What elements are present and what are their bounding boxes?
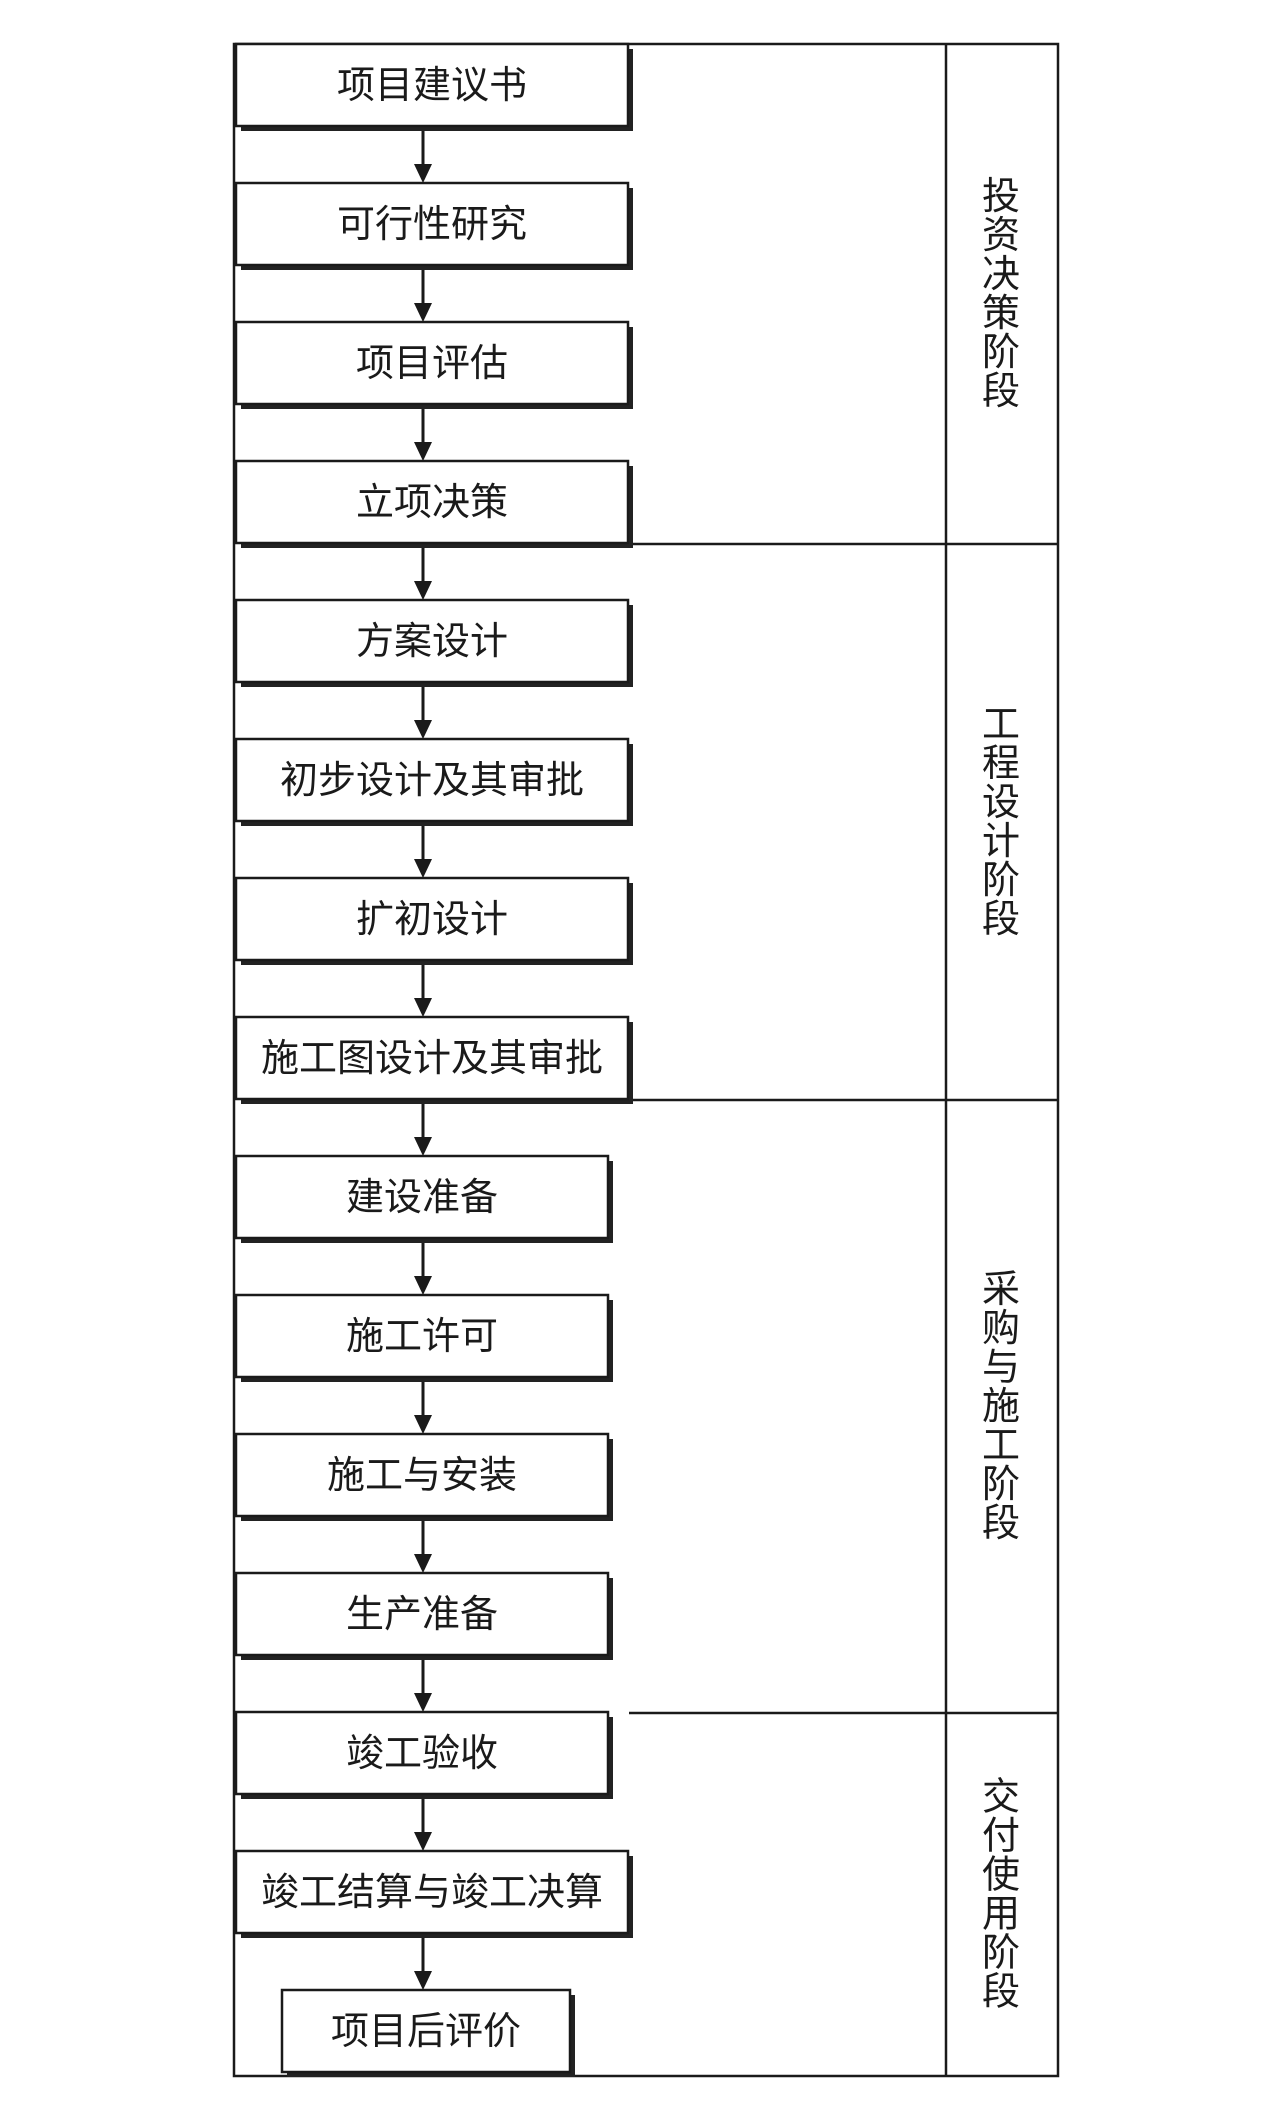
step-box: 项目建议书 bbox=[234, 42, 633, 131]
step-box-frame bbox=[234, 1293, 610, 1379]
step-box-frame bbox=[234, 1015, 630, 1101]
step-label: 立项决策 bbox=[356, 480, 508, 524]
step-label: 竣工验收 bbox=[346, 1731, 498, 1775]
phase-label: 采购与施工阶段 bbox=[982, 1267, 1020, 1545]
steps-layer: 项目建议书可行性研究项目评估立项决策方案设计初步设计及其审批扩初设计施工图设计及… bbox=[234, 42, 633, 2077]
step-label: 施工图设计及其审批 bbox=[261, 1036, 603, 1080]
step-box-frame bbox=[234, 42, 630, 128]
step-box-frame bbox=[234, 598, 630, 684]
flow-arrow bbox=[414, 1933, 432, 1990]
step-box: 扩初设计 bbox=[234, 876, 633, 965]
flow-arrow bbox=[414, 821, 432, 878]
step-box-frame bbox=[234, 320, 630, 406]
step-label: 施工许可 bbox=[346, 1314, 498, 1358]
step-box: 初步设计及其审批 bbox=[234, 737, 633, 826]
flow-arrow bbox=[414, 126, 432, 183]
step-label: 生产准备 bbox=[346, 1592, 498, 1636]
phase-label: 投资决策阶段 bbox=[982, 174, 1020, 413]
step-box: 施工与安装 bbox=[234, 1432, 613, 1521]
flow-arrow bbox=[414, 1099, 432, 1156]
step-label: 项目后评价 bbox=[331, 2009, 521, 2053]
flow-arrow bbox=[414, 1377, 432, 1434]
flow-arrow bbox=[414, 404, 432, 461]
flow-arrow bbox=[414, 1516, 432, 1573]
step-box-frame bbox=[234, 1571, 610, 1657]
step-box: 方案设计 bbox=[234, 598, 633, 687]
step-label: 初步设计及其审批 bbox=[280, 758, 584, 802]
step-box: 施工许可 bbox=[234, 1293, 613, 1382]
step-box-frame bbox=[234, 181, 630, 267]
step-label: 可行性研究 bbox=[337, 202, 527, 246]
step-label: 施工与安装 bbox=[327, 1453, 517, 1497]
step-label: 建设准备 bbox=[346, 1175, 498, 1219]
step-box-frame bbox=[234, 1432, 610, 1518]
step-label: 项目评估 bbox=[356, 341, 508, 385]
step-box: 项目后评价 bbox=[280, 1988, 575, 2077]
step-box: 建设准备 bbox=[234, 1154, 613, 1243]
step-box-frame bbox=[234, 1154, 610, 1240]
phase-label: 交付使用阶段 bbox=[982, 1774, 1020, 2013]
flow-arrow bbox=[414, 960, 432, 1017]
step-box-frame bbox=[234, 1710, 610, 1796]
step-box: 可行性研究 bbox=[234, 181, 633, 270]
step-label: 方案设计 bbox=[356, 619, 508, 663]
arrows-layer bbox=[414, 126, 432, 1990]
step-box: 项目评估 bbox=[234, 320, 633, 409]
step-box-frame bbox=[280, 1988, 572, 2074]
step-box-frame bbox=[234, 737, 630, 823]
step-box: 竣工验收 bbox=[234, 1710, 613, 1799]
phase-frame bbox=[232, 42, 1060, 2078]
step-box-frame bbox=[234, 876, 630, 962]
flow-arrow bbox=[414, 265, 432, 322]
flow-arrow bbox=[414, 1655, 432, 1712]
flow-arrow bbox=[414, 1794, 432, 1851]
step-box-frame bbox=[234, 459, 630, 545]
step-label: 扩初设计 bbox=[356, 897, 508, 941]
flow-arrow bbox=[414, 543, 432, 600]
step-label: 项目建议书 bbox=[337, 63, 527, 107]
step-box: 立项决策 bbox=[234, 459, 633, 548]
flow-arrow bbox=[414, 682, 432, 739]
step-box-frame bbox=[234, 1849, 630, 1935]
step-label: 竣工结算与竣工决算 bbox=[261, 1870, 603, 1914]
phase-label: 工程设计阶段 bbox=[982, 702, 1020, 941]
step-box: 竣工结算与竣工决算 bbox=[234, 1849, 633, 1938]
flow-arrow bbox=[414, 1238, 432, 1295]
step-box: 施工图设计及其审批 bbox=[234, 1015, 633, 1104]
step-box: 生产准备 bbox=[234, 1571, 613, 1660]
